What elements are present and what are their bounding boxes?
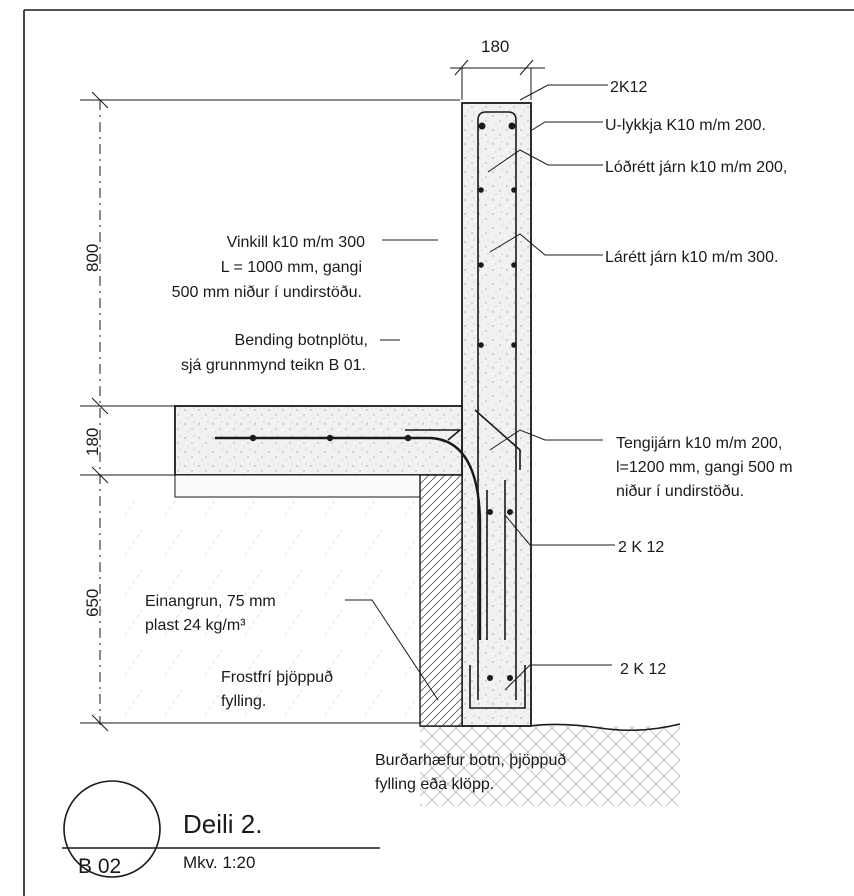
drawing-frame xyxy=(23,9,854,896)
ground-hatch xyxy=(420,723,681,806)
dimension-labels: 180 800 180 650 xyxy=(83,37,509,617)
detail-title: Deili 2. xyxy=(183,809,262,839)
left-callouts: Vinkill k10 m/m 300 L = 1000 mm, gangi 5… xyxy=(145,234,368,710)
label-dowel-2: l=1200 mm, gangi 500 m xyxy=(616,459,793,476)
dim-height-below: 650 xyxy=(83,589,102,617)
leader-lines xyxy=(345,84,615,701)
label-insulation-2: plast 24 kg/m³ xyxy=(145,617,246,634)
dimension-lines xyxy=(80,59,545,732)
label-insulation-1: Einangrun, 75 mm xyxy=(145,593,276,610)
dim-wall-width: 180 xyxy=(481,37,509,56)
sheet-number: B 02 xyxy=(78,855,121,878)
label-ground-1: Burðarhæfur botn, þjöppuð xyxy=(375,752,566,769)
label-fill-1: Frostfrí þjöppuð xyxy=(221,669,333,686)
label-fill-2: fylling. xyxy=(221,693,266,710)
label-angle-3: 500 mm niður í undirstöðu. xyxy=(172,284,362,301)
slab-sublayer xyxy=(174,474,463,498)
ground-note: Burðarhæfur botn, þjöppuð fylling eða kl… xyxy=(375,752,566,793)
floor-slab xyxy=(174,405,463,476)
label-dowel-1: Tengijárn k10 m/m 200, xyxy=(616,435,782,452)
dim-slab-thickness: 180 xyxy=(83,428,102,456)
frost-free-fill-area xyxy=(98,500,418,723)
dim-height-above: 800 xyxy=(83,244,102,272)
label-angle-2: L = 1000 mm, gangi xyxy=(221,259,362,276)
label-horizontal-bars: Lárétt járn k10 m/m 300. xyxy=(605,249,778,266)
detail-scale: Mkv. 1:20 xyxy=(183,853,255,872)
label-u-bar: U-lykkja K10 m/m 200. xyxy=(605,117,766,134)
concrete-wall xyxy=(461,102,532,727)
title-block: Deili 2. Mkv. 1:20 B 02 xyxy=(62,780,380,878)
wall-rebar xyxy=(469,111,526,709)
insulation-board xyxy=(419,474,463,727)
sheet-circle xyxy=(63,780,161,878)
label-ground-2: fylling eða klöpp. xyxy=(375,776,494,793)
label-dowel-3: niður í undirstöðu. xyxy=(616,483,744,500)
label-vertical-bars: Lóðrétt járn k10 m/m 200, xyxy=(605,159,787,176)
label-footing-bars-lower: 2 K 12 xyxy=(620,661,666,678)
right-callouts: 2K12 U-lykkja K10 m/m 200. Lóðrétt járn … xyxy=(605,79,793,678)
label-angle-1: Vinkill k10 m/m 300 xyxy=(227,234,366,251)
slab-rebar xyxy=(215,409,521,640)
label-top-bars: 2K12 xyxy=(610,79,647,96)
label-slab-rebar-1: Bending botnplötu, xyxy=(235,332,368,349)
label-slab-rebar-2: sjá grunnmynd teikn B 01. xyxy=(181,357,366,374)
label-footing-bars-upper: 2 K 12 xyxy=(618,539,664,556)
